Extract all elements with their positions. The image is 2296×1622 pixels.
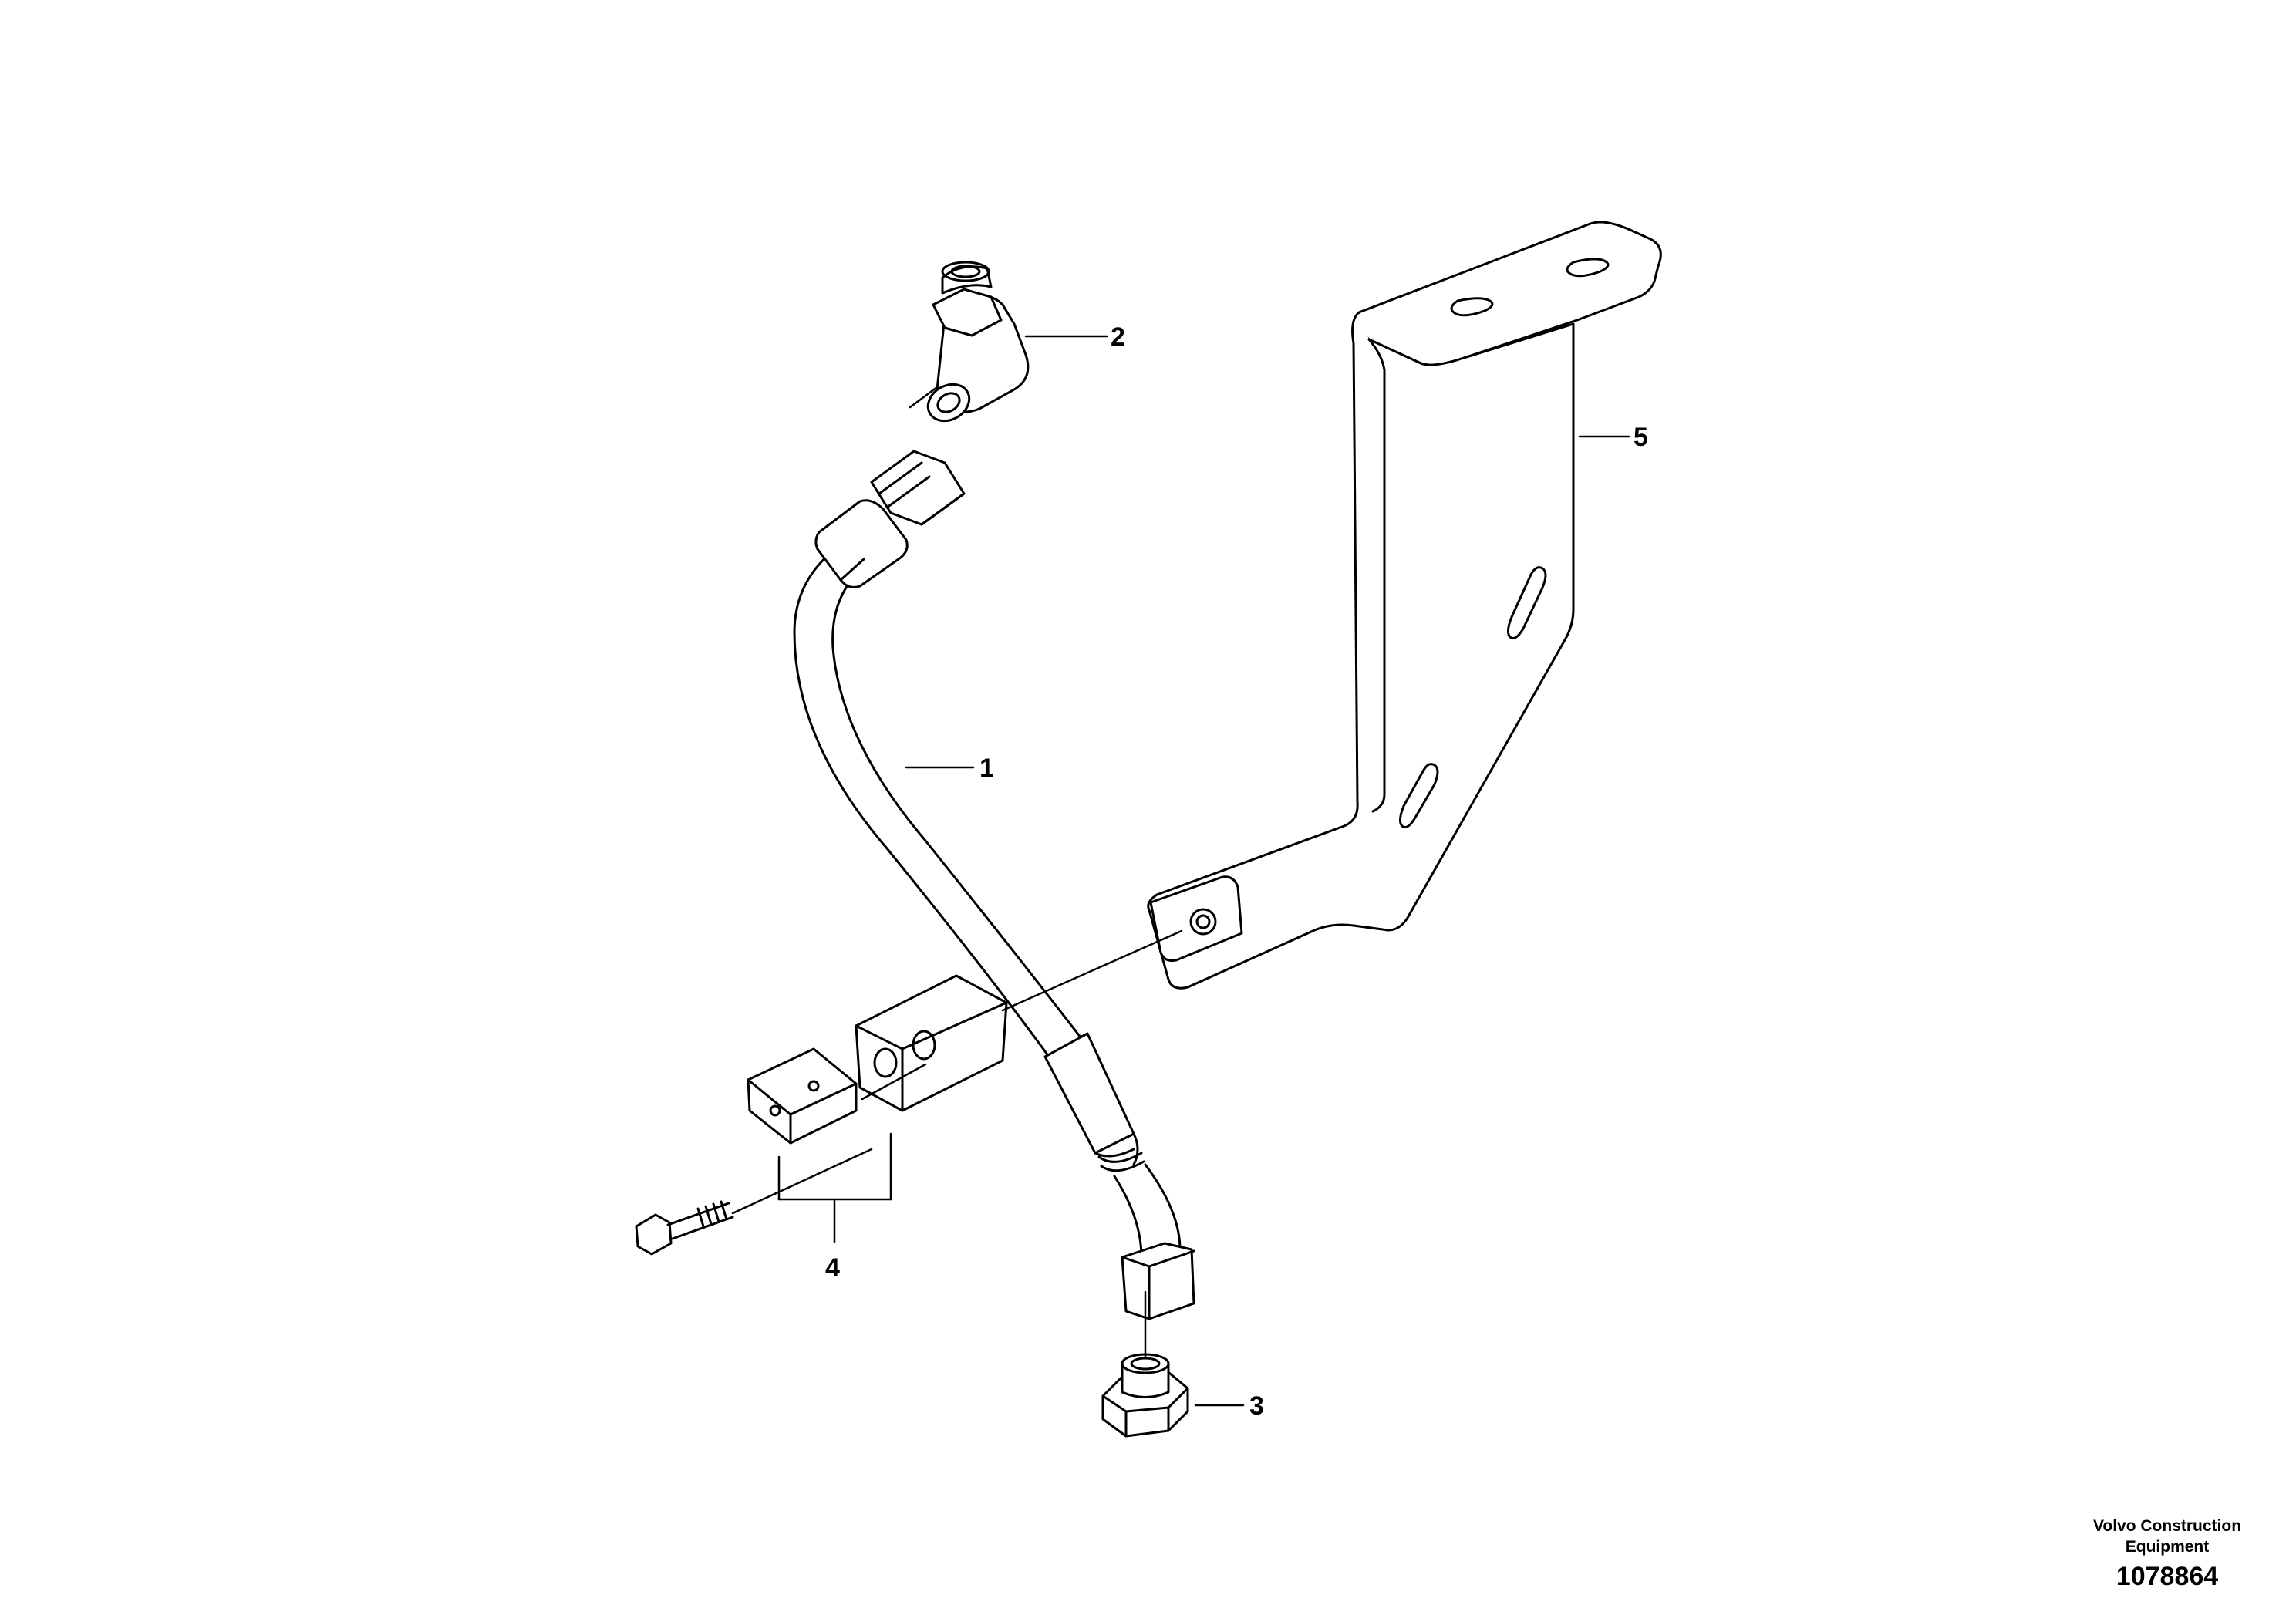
hose-part-1[interactable]: [793, 450, 1195, 1320]
callout-label-4: 4: [825, 1253, 840, 1283]
callout-label-2: 2: [1111, 322, 1125, 352]
clamp-kit-part-4[interactable]: [635, 974, 1008, 1256]
fitting-part-3[interactable]: [1101, 1353, 1189, 1438]
callout-leaders: [777, 335, 1630, 1407]
callout-label-1: 1: [979, 754, 994, 783]
elbow-adapter-part-2[interactable]: [922, 261, 1030, 428]
footer-company-line1: Volvo Construction: [2093, 1517, 2241, 1535]
footer-drawing-number: 1078864: [2116, 1562, 2218, 1591]
callout-label-5: 5: [1633, 423, 1648, 452]
footer-company-line2: Equipment: [2126, 1538, 2210, 1556]
callout-label-3: 3: [1249, 1391, 1264, 1421]
assembly-lines: [731, 386, 1183, 1359]
bracket-part-5[interactable]: [1147, 221, 1662, 990]
